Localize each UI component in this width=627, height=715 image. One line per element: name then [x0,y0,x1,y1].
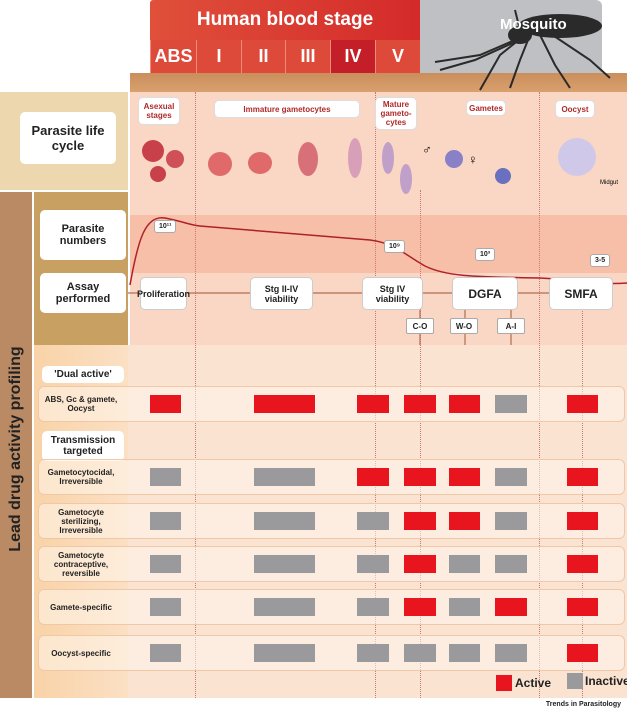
assay-label: Assay performed [40,273,126,313]
inactive-bar [150,598,181,616]
activity-row [38,589,625,625]
assay-dgfa: DGFA [452,277,518,310]
numbers-band [130,215,627,273]
stage-label-immature: Immature gametocytes [214,100,360,118]
stage-iv: IV [330,40,375,73]
life-cycle-label: Parasite life cycle [20,112,116,164]
active-bar [254,395,315,413]
number-stage-iv: 10⁹ [384,240,406,253]
active-bar [150,395,181,413]
stage-label-mature: Mature gameto-cytes [375,97,417,130]
legend-inactive-label: Inactive [585,674,627,688]
active-bar [357,468,389,486]
dual-active-header: 'Dual active' [42,366,124,383]
stage-label-gametes: Gametes [466,100,506,116]
inactive-bar [449,555,480,573]
midgut-label: Midgut [600,180,619,186]
parasite-numbers-label: Parasite numbers [40,210,126,260]
stage-v: V [375,40,420,73]
active-bar [567,512,598,530]
assay-smfa: SMFA [549,277,613,310]
active-bar [495,598,527,616]
active-bar [404,598,436,616]
active-bar [404,512,436,530]
inactive-bar [404,644,436,662]
inactive-bar [254,555,315,573]
active-bar [449,395,480,413]
inactive-bar [254,468,315,486]
inactive-bar [150,644,181,662]
activity-row [38,546,625,582]
legend-inactive-swatch [567,673,583,689]
mosquito-title: Mosquito [500,16,567,33]
stage-label-oocyst: Oocyst [555,100,595,118]
active-bar [404,555,436,573]
inactive-bar [449,598,480,616]
activity-row [38,635,625,671]
row-label: ABS, Gc & gamete, Oocyst [44,395,118,413]
credit: Trends in Parasitology [545,701,621,708]
active-bar [567,468,598,486]
active-bar [404,468,436,486]
skin-band [130,73,627,92]
transmission-header: Transmission targeted [42,431,124,461]
number-gametes: 10³ [475,248,496,261]
inactive-bar [449,644,480,662]
inactive-bar [495,555,527,573]
inactive-bar [150,468,181,486]
human-blood-stage-header: Human blood stage [150,0,420,40]
activity-row [38,459,625,495]
inactive-bar [357,555,389,573]
row-label: Gamete-specific [50,602,112,612]
sub-assay-c-o: C-O [406,318,434,334]
female-symbol: ♀ [468,152,478,167]
active-bar [449,468,480,486]
male-symbol: ♂ [422,142,432,157]
row-label: Oocyst-specific [51,648,111,658]
inactive-bar [357,644,389,662]
inactive-bar [150,555,181,573]
stage-i: I [196,40,241,73]
stage-label-asexual: Asexual stages [138,97,180,125]
assay-stg-ii-iv: Stg II-IV viability [250,277,313,310]
assay-proliferation: Proliferation [137,277,190,310]
inactive-bar [150,512,181,530]
inactive-bar [495,395,527,413]
assay-stg-iv: Stg IV viability [362,277,423,310]
inactive-bar [357,598,389,616]
active-bar [567,598,598,616]
row-label: Gametocytocidal, Irreversible [47,468,115,486]
sub-assay-w-o: W-O [450,318,478,334]
active-bar [404,395,436,413]
divider [582,300,583,698]
legend-active-swatch [496,675,512,691]
number-oocyst: 3-5 [590,254,611,267]
inactive-bar [495,512,527,530]
active-bar [449,512,480,530]
parasite-cells-illustration: ♂ ♀ Midgut [130,128,627,203]
legend-active-label: Active [515,676,552,690]
active-bar [567,555,598,573]
activity-row [38,503,625,539]
active-bar [357,395,389,413]
number-abs: 10¹¹ [154,220,177,233]
inactive-bar [495,468,527,486]
active-bar [567,644,598,662]
inactive-bar [495,644,527,662]
stage-abs: ABS [150,40,196,73]
inactive-bar [357,512,389,530]
row-label: Gametocyte sterilizing, Irreversible [58,507,104,535]
stage-ii: II [241,40,285,73]
active-bar [567,395,598,413]
row-label: Gametocyte contraceptive, reversible [53,550,109,578]
side-bar [0,192,32,698]
activity-row [38,386,625,422]
divider [420,190,421,698]
sub-assay-a-i: A-I [497,318,525,334]
inactive-bar [254,598,315,616]
inactive-bar [254,644,315,662]
mosquito-icon [434,9,611,91]
stage-iii: III [285,40,330,73]
inactive-bar [254,512,315,530]
